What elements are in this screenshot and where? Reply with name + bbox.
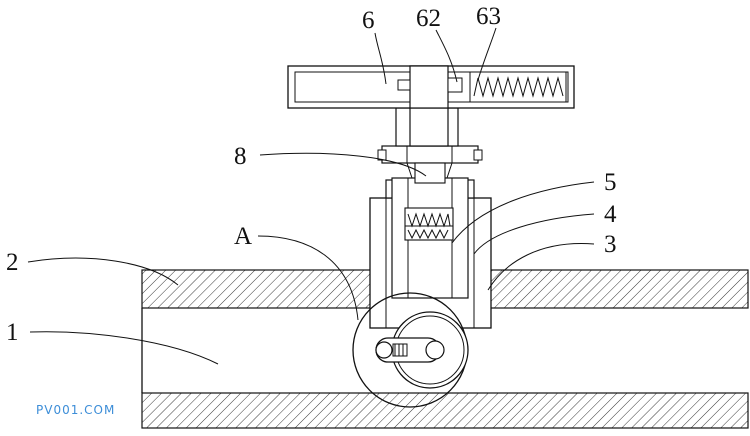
label-6: 6 (362, 7, 375, 34)
leader-lines (27, 27, 595, 365)
label-62: 62 (416, 5, 441, 32)
handle-spring (473, 76, 564, 98)
clamp-collar (377, 145, 483, 184)
pipe-bottom-wall (141, 392, 749, 429)
label-3: 3 (604, 231, 617, 258)
handle-bar (287, 65, 575, 109)
label-4: 4 (604, 201, 617, 228)
label-63: 63 (476, 3, 501, 30)
latch-pin (447, 77, 463, 93)
label-5: 5 (604, 169, 617, 196)
valve-housing (369, 177, 492, 329)
handle-stem-cover (409, 65, 449, 109)
label-1: 1 (6, 319, 19, 346)
label-2: 2 (6, 249, 19, 276)
watermark: PV001.COM (36, 403, 115, 417)
label-a: A (234, 223, 252, 250)
roller-assembly (352, 292, 469, 408)
label-8: 8 (234, 143, 247, 170)
